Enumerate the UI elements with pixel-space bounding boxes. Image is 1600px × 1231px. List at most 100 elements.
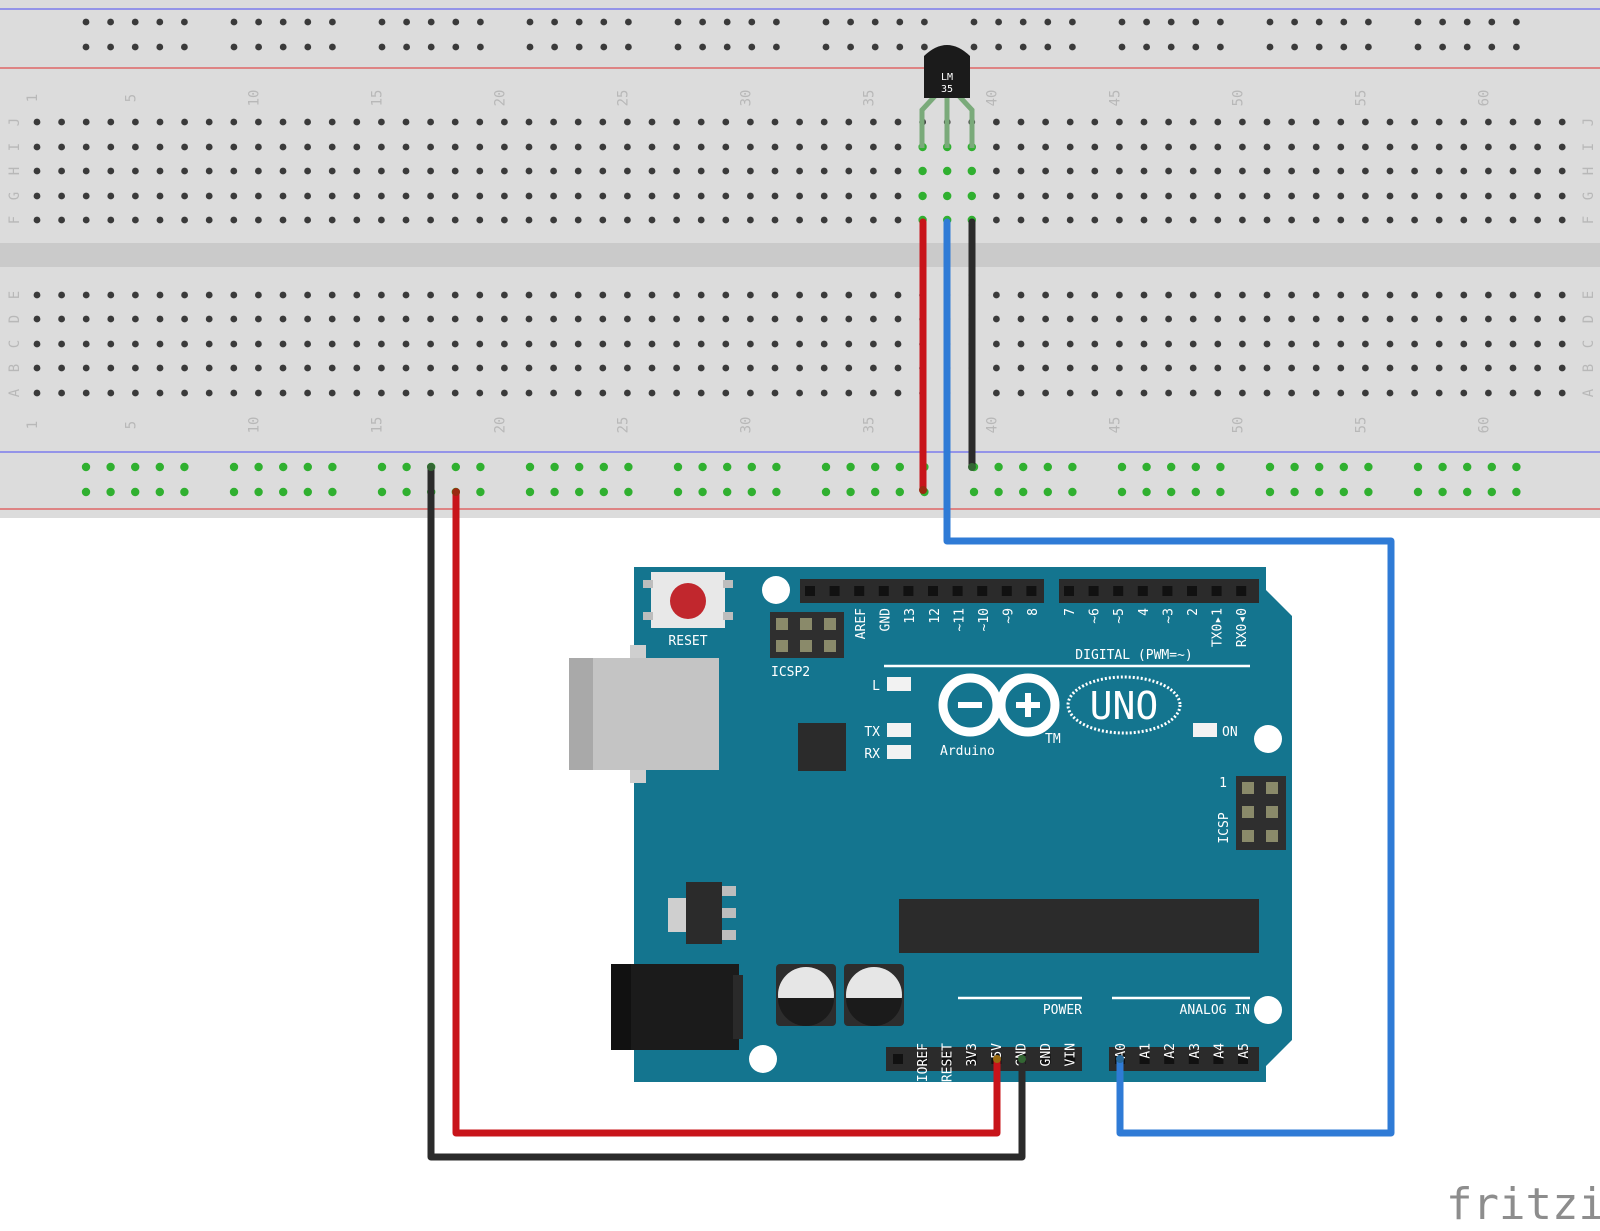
breadboard-hole[interactable] [599, 315, 607, 323]
breadboard-hole[interactable] [1214, 143, 1222, 151]
breadboard-hole[interactable] [427, 340, 434, 348]
breadboard-hole[interactable] [1263, 192, 1271, 200]
breadboard-hole[interactable] [1312, 291, 1320, 299]
breadboard-hole[interactable] [574, 118, 582, 126]
breadboard-hole-connected[interactable] [451, 462, 460, 472]
breadboard-hole[interactable] [279, 43, 287, 51]
breadboard-hole[interactable] [648, 192, 656, 200]
breadboard-hole[interactable] [796, 216, 803, 224]
breadboard-hole[interactable] [1288, 389, 1295, 397]
breadboard-hole[interactable] [673, 192, 680, 200]
breadboard-hole[interactable] [304, 18, 312, 26]
breadboard-hole[interactable] [476, 143, 484, 151]
breadboard-hole-connected[interactable] [328, 462, 337, 472]
breadboard-hole[interactable] [33, 389, 41, 397]
breadboard-hole[interactable] [921, 18, 928, 26]
breadboard-hole[interactable] [378, 315, 385, 323]
breadboard-hole[interactable] [1017, 216, 1025, 224]
breadboard-hole[interactable] [58, 192, 65, 200]
breadboard-hole[interactable] [402, 315, 410, 323]
breadboard-hole[interactable] [1362, 118, 1369, 126]
breadboard-hole[interactable] [771, 340, 779, 348]
breadboard-hole[interactable] [1411, 167, 1418, 175]
breadboard-hole[interactable] [993, 118, 1000, 126]
breadboard-hole[interactable] [304, 315, 311, 323]
breadboard-hole[interactable] [1460, 192, 1468, 200]
breadboard-hole[interactable] [181, 216, 189, 224]
breadboard-hole[interactable] [1017, 192, 1025, 200]
breadboard-hole[interactable] [1509, 315, 1517, 323]
breadboard-hole[interactable] [1239, 167, 1246, 175]
breadboard-hole[interactable] [476, 364, 484, 372]
breadboard-hole[interactable] [1435, 340, 1443, 348]
header-pin[interactable] [1164, 1054, 1175, 1064]
breadboard-hole-connected[interactable] [1019, 462, 1028, 472]
breadboard-hole[interactable] [673, 167, 680, 175]
breadboard-hole[interactable] [33, 291, 41, 299]
breadboard-hole[interactable] [1140, 291, 1148, 299]
breadboard-hole-connected[interactable] [772, 487, 781, 497]
breadboard-hole[interactable] [1066, 389, 1074, 397]
breadboard-hole[interactable] [1189, 118, 1197, 126]
breadboard-hole-connected[interactable] [943, 166, 952, 176]
breadboard-hole[interactable] [1042, 364, 1049, 372]
breadboard-hole[interactable] [1386, 118, 1394, 126]
breadboard-hole[interactable] [1017, 315, 1025, 323]
breadboard-hole[interactable] [820, 143, 828, 151]
breadboard-hole[interactable] [1263, 167, 1271, 175]
breadboard-hole[interactable] [1116, 118, 1123, 126]
breadboard-hole[interactable] [1017, 340, 1025, 348]
breadboard-hole-connected[interactable] [994, 462, 1003, 472]
breadboard-hole[interactable] [820, 167, 828, 175]
breadboard-hole[interactable] [304, 43, 312, 51]
breadboard-hole[interactable] [870, 167, 877, 175]
breadboard-hole[interactable] [1435, 364, 1443, 372]
breadboard-hole[interactable] [1189, 291, 1197, 299]
breadboard-hole[interactable] [82, 216, 90, 224]
breadboard-hole[interactable] [624, 143, 631, 151]
breadboard-hole[interactable] [1558, 118, 1566, 126]
breadboard-hole[interactable] [747, 167, 754, 175]
header-pin[interactable] [1162, 586, 1173, 596]
breadboard-hole[interactable] [970, 43, 978, 51]
breadboard-hole[interactable] [1485, 118, 1492, 126]
breadboard-hole[interactable] [156, 18, 164, 26]
breadboard-hole-connected[interactable] [1315, 487, 1324, 497]
breadboard-hole[interactable] [1140, 216, 1148, 224]
breadboard-hole[interactable] [1091, 389, 1099, 397]
breadboard-hole[interactable] [845, 389, 853, 397]
breadboard-hole[interactable] [230, 216, 238, 224]
breadboard-hole[interactable] [1315, 18, 1323, 26]
breadboard-hole[interactable] [279, 389, 287, 397]
breadboard-hole[interactable] [1019, 43, 1027, 51]
breadboard-hole[interactable] [870, 389, 877, 397]
breadboard-hole[interactable] [747, 389, 754, 397]
breadboard-hole[interactable] [476, 118, 484, 126]
breadboard-hole[interactable] [1460, 143, 1468, 151]
wire-blue-signal[interactable] [943, 218, 1395, 1137]
breadboard-hole[interactable] [771, 364, 779, 372]
breadboard-hole-connected[interactable] [303, 462, 312, 472]
breadboard-hole[interactable] [107, 291, 115, 299]
breadboard-hole[interactable] [1411, 389, 1418, 397]
breadboard-hole[interactable] [33, 143, 41, 151]
breadboard-hole-connected[interactable] [1191, 487, 1201, 497]
breadboard-hole[interactable] [107, 364, 115, 372]
breadboard-hole[interactable] [279, 192, 287, 200]
breadboard-hole-connected[interactable] [1487, 487, 1497, 497]
breadboard-hole[interactable] [1485, 143, 1492, 151]
breadboard-hole[interactable] [1091, 364, 1099, 372]
breadboard-hole[interactable] [551, 43, 558, 51]
breadboard-hole[interactable] [820, 216, 828, 224]
breadboard-hole[interactable] [525, 216, 533, 224]
breadboard-hole[interactable] [894, 192, 902, 200]
breadboard-hole-connected[interactable] [1487, 462, 1497, 472]
breadboard-hole[interactable] [378, 18, 386, 26]
breadboard-hole[interactable] [1165, 364, 1172, 372]
breadboard-hole[interactable] [1558, 389, 1566, 397]
breadboard-hole[interactable] [697, 118, 705, 126]
header-pin[interactable] [1213, 1054, 1224, 1064]
breadboard-hole[interactable] [131, 43, 139, 51]
breadboard-hole-connected[interactable] [747, 462, 756, 472]
breadboard-hole[interactable] [550, 364, 557, 372]
